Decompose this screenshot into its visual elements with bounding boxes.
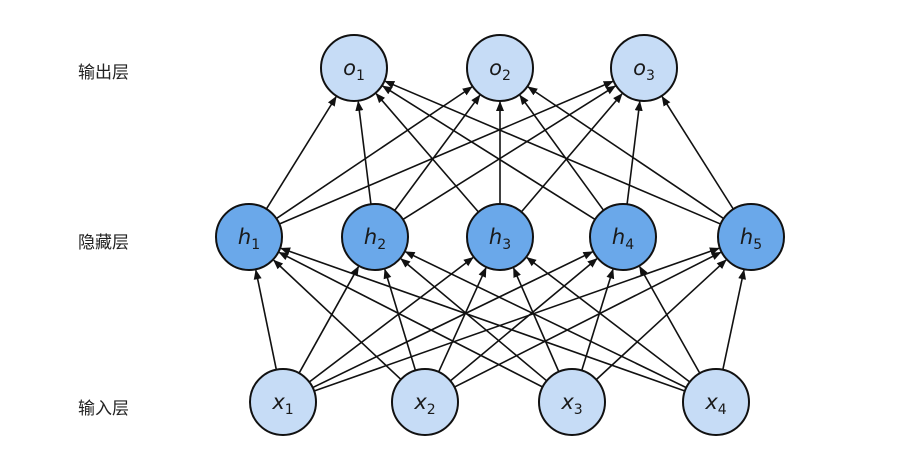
edge-h3-o3 — [520, 93, 623, 213]
node-circle-h2 — [341, 203, 409, 271]
edge-x2-h1 — [273, 259, 402, 381]
output-layer-label: 输出层 — [78, 63, 129, 83]
node-circle-h3 — [466, 203, 534, 271]
edge-x1-h4 — [312, 251, 594, 389]
edge-x2-h4 — [449, 258, 598, 382]
edge-x3-h1 — [278, 251, 543, 388]
edge-x4-h2 — [404, 251, 687, 389]
node-h4: h4 — [589, 203, 657, 271]
node-circle-h5 — [717, 203, 785, 271]
node-o2: o2 — [466, 34, 534, 102]
edge-x4-h4 — [638, 265, 701, 374]
edge-h5-o2 — [527, 86, 725, 220]
edge-x4-h1 — [280, 247, 686, 392]
edge-x2-h5 — [454, 251, 722, 388]
node-label-h2: h2 — [364, 225, 386, 253]
edge-h2-o3 — [402, 85, 617, 221]
node-circle-h4 — [589, 203, 657, 271]
node-circle-x4 — [682, 368, 750, 436]
edge-x1-h2 — [298, 265, 360, 374]
node-label-o1: o1 — [343, 56, 365, 84]
edge-x3-h2 — [400, 258, 548, 382]
input-layer-label: 输入层 — [78, 399, 129, 419]
edge-h5-o1 — [384, 80, 721, 225]
node-circle-x2 — [391, 368, 459, 436]
edge-h4-o2 — [519, 94, 605, 211]
edge-x1-h1 — [253, 269, 278, 370]
node-circle-o2 — [466, 34, 534, 102]
node-o3: o3 — [610, 34, 678, 102]
edge-x2-h3 — [437, 267, 487, 373]
node-x1: x1 — [249, 368, 317, 436]
node-label-o3: o3 — [633, 56, 655, 84]
node-circle-x1 — [249, 368, 317, 436]
node-circle-o3 — [610, 34, 678, 102]
edge-x3-h4 — [580, 268, 615, 371]
edge-x4-h3 — [526, 257, 691, 383]
node-h1: h1 — [215, 203, 283, 271]
edge-x1-h3 — [308, 256, 474, 383]
node-h5: h5 — [717, 203, 785, 271]
edge-h5-o3 — [661, 95, 735, 210]
edge-h4-o1 — [381, 85, 596, 221]
neurons: o1 o2 o3 h1 h2 h3 h4 h5 x1 x2 x3 x4 — [215, 34, 785, 436]
node-x2: x2 — [391, 368, 459, 436]
edge-h3-o1 — [375, 92, 480, 213]
node-label-x3: x3 — [560, 390, 582, 418]
node-label-h4: h4 — [612, 225, 634, 253]
node-label-o2: o2 — [489, 56, 511, 84]
node-x3: x3 — [538, 368, 606, 436]
node-h3: h3 — [466, 203, 534, 271]
node-circle-o1 — [320, 34, 388, 102]
node-x4: x4 — [682, 368, 750, 436]
node-o1: o1 — [320, 34, 388, 102]
edge-x1-h5 — [313, 247, 720, 392]
connections — [253, 80, 746, 392]
node-label-x2: x2 — [413, 390, 435, 418]
edge-h1-o1 — [265, 96, 337, 210]
node-h2: h2 — [341, 203, 409, 271]
node-label-h1: h1 — [238, 225, 260, 253]
edge-h2-o2 — [393, 94, 481, 211]
edge-x4-h5 — [722, 269, 746, 370]
edge-x3-h3 — [512, 267, 560, 373]
edge-h4-o3 — [626, 100, 643, 205]
node-circle-h1 — [215, 203, 283, 271]
node-circle-x3 — [538, 368, 606, 436]
edge-h2-o1 — [355, 100, 372, 205]
edge-h1-o3 — [279, 80, 614, 225]
node-label-h5: h5 — [740, 225, 762, 253]
hidden-layer-label: 隐藏层 — [78, 233, 129, 253]
node-label-x4: x4 — [704, 390, 726, 418]
node-label-x1: x1 — [271, 390, 293, 418]
edge-h1-o2 — [275, 86, 473, 220]
node-label-h3: h3 — [489, 225, 511, 253]
edge-x3-h5 — [595, 259, 727, 381]
